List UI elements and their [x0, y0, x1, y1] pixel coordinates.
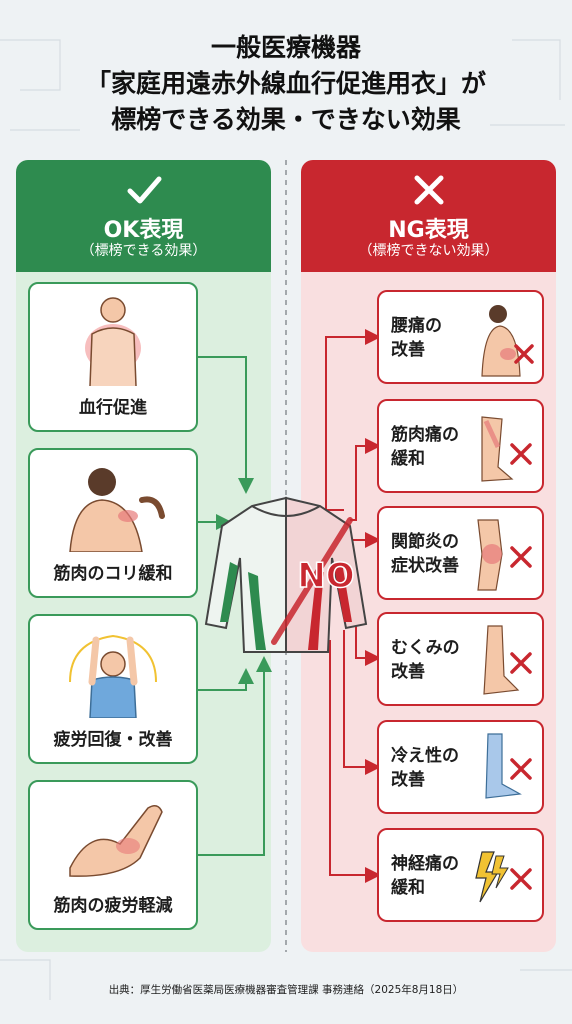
ng-card-arthritis: 関節炎の 症状改善	[377, 506, 544, 600]
body-glow-icon	[85, 297, 141, 386]
ng-sub: （標榜できない効果）	[358, 243, 499, 259]
ng-item-label: 神経痛の 緩和	[391, 854, 459, 898]
stretch-icon	[69, 634, 157, 718]
title-line-2: 「家庭用遠赤外線血行促進用衣」が	[85, 69, 486, 98]
ng-card-back-pain: 腰痛の 改善	[377, 290, 544, 384]
page-title: 一般医療機器 「家庭用遠赤外線血行促進用衣」が 標榜できる効果・できない効果	[0, 30, 572, 138]
ng-item-label: 筋肉痛の 緩和	[391, 425, 459, 469]
ng-card-neuralgia: 神経痛の 緩和	[377, 828, 544, 922]
ok-card-blood-flow: 血行促進	[28, 282, 198, 432]
ng-card-cold-sensitivity: 冷え性の 改善	[377, 720, 544, 814]
ok-sub: （標榜できる効果）	[80, 243, 207, 259]
ok-panel-header: OK表現 （標榜できる効果）	[16, 160, 271, 272]
arm-muscle-icon	[69, 805, 163, 877]
swollen-leg-icon	[483, 625, 532, 695]
cross-icon	[414, 175, 443, 205]
lightning-icon	[475, 851, 532, 903]
back-pain-icon	[481, 305, 534, 377]
ng-item-label: 腰痛の 改善	[391, 316, 442, 360]
ok-label: OK表現	[103, 218, 184, 243]
ok-item-label: 血行促進	[79, 398, 147, 418]
ng-item-label: むくみの 改善	[391, 638, 460, 682]
ok-item-label: 疲労回復・改善	[53, 730, 173, 750]
title-line-3: 標榜できる効果・できない効果	[111, 105, 461, 134]
ok-card-muscle-fatigue: 筋肉の疲労軽減	[28, 780, 198, 930]
ng-panel-header: NG表現 （標榜できない効果）	[301, 160, 556, 272]
leg-pain-icon	[481, 416, 532, 482]
ok-item-label: 筋肉のコリ緩和	[53, 564, 173, 584]
shoulder-massage-icon	[69, 468, 165, 552]
ng-card-swelling: むくみの 改善	[377, 612, 544, 706]
no-label: NO	[297, 556, 354, 596]
knee-icon	[477, 519, 532, 591]
check-icon	[127, 176, 161, 204]
cold-feet-icon	[485, 733, 532, 799]
ok-card-fatigue-recovery: 疲労回復・改善	[28, 614, 198, 764]
ng-label: NG表現	[388, 218, 469, 243]
ng-item-label: 関節炎の 症状改善	[391, 532, 459, 576]
ok-card-muscle-stiffness: 筋肉のコリ緩和	[28, 448, 198, 598]
shirt-icon: NO	[204, 496, 368, 653]
source-footer: 出典：厚生労働省医薬局医療機器審査管理課 事務連絡（2025年8月18日）	[108, 984, 464, 996]
ng-card-muscle-pain: 筋肉痛の 緩和	[377, 399, 544, 493]
title-line-1: 一般医療機器	[210, 33, 361, 62]
ok-item-label: 筋肉の疲労軽減	[53, 896, 173, 916]
ng-item-label: 冷え性の 改善	[391, 746, 459, 790]
